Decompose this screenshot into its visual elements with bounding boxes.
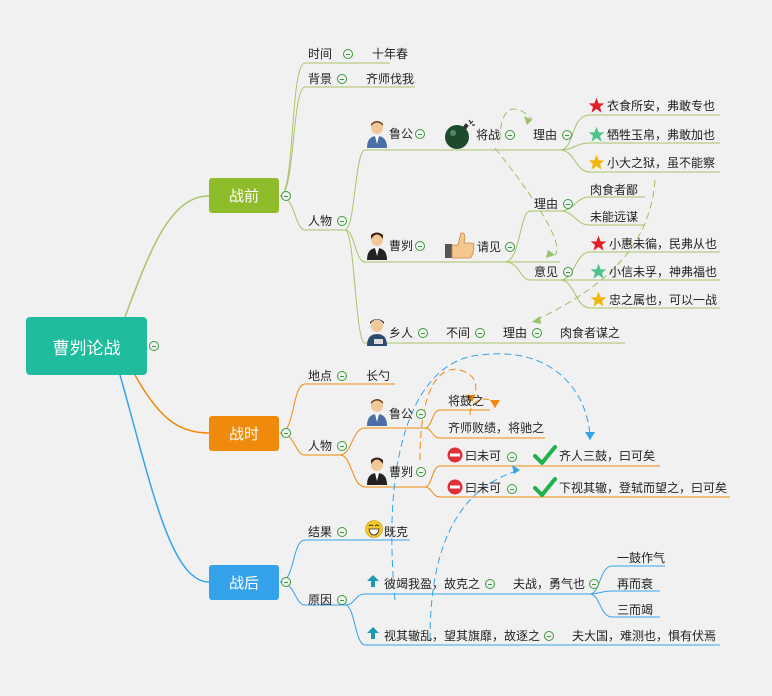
result-value[interactable]: 既克 [384,525,409,539]
result-label[interactable]: 结果 [308,525,333,539]
branch-before[interactable]: 战前 [209,178,279,213]
collapse-during-icon[interactable] [281,428,291,438]
caogui-result[interactable]: 下视其辙，登轼而望之，曰可矣 [559,481,728,495]
thumbs-up-icon [445,232,475,259]
time-value[interactable]: 十年春 [372,47,409,61]
collapse-icon[interactable] [505,242,515,252]
grinning-face-icon [365,520,383,538]
collapse-icon[interactable] [337,595,347,605]
collapse-icon[interactable] [532,328,542,338]
collapse-icon[interactable] [418,328,428,338]
yellow-star-icon [590,291,607,307]
reason-item[interactable]: 牺牲玉帛，弗敢加也 [607,128,716,142]
checkmark-icon [533,445,557,465]
reason-item[interactable]: 小大之狱，虽不能察 [607,156,716,170]
quote-item[interactable]: 再而衰 [617,577,654,591]
man-avatar-icon [367,457,387,485]
green-star-icon [588,126,605,142]
reason-label[interactable]: 理由 [534,197,559,211]
reason-item[interactable]: 未能远谋 [590,210,639,224]
collapse-before-icon[interactable] [281,191,291,201]
reason-item[interactable]: 视其辙乱，望其旗靡，故逐之 [384,629,541,643]
caogui-reply[interactable]: 曰未可 [465,449,502,463]
collapse-icon[interactable] [544,631,554,641]
place-value[interactable]: 长勺 [366,369,391,383]
collapse-icon[interactable] [337,527,347,537]
action-item[interactable]: 齐师败绩，将驰之 [448,421,545,435]
collapse-icon[interactable] [589,579,599,589]
collapse-icon[interactable] [343,49,353,59]
collapse-root-icon[interactable] [149,341,159,351]
reason-quote[interactable]: 夫大国，难测也，惧有伏焉 [572,629,717,643]
reason-quote[interactable]: 夫战，勇气也 [513,577,586,591]
collapse-icon[interactable] [415,129,425,139]
background-label[interactable]: 背景 [308,72,333,86]
man-avatar-icon [367,319,387,346]
caogui-result[interactable]: 齐人三鼓，曰可矣 [559,449,656,463]
caogui-label[interactable]: 曹刿 [389,239,414,253]
opinion-item[interactable]: 小信未孚，神弗福也 [609,265,718,279]
lugong-label[interactable]: 鲁公 [389,127,414,141]
green-star-icon [590,263,607,279]
jiangzhan-label[interactable]: 将战 [476,128,501,142]
reason-label[interactable]: 理由 [533,128,558,142]
time-label[interactable]: 时间 [308,47,333,61]
collapse-icon[interactable] [337,216,347,226]
people-label-before[interactable]: 人物 [308,214,333,228]
collapse-icon[interactable] [505,130,515,140]
xiangren-label[interactable]: 乡人 [389,326,414,340]
collapse-icon[interactable] [475,328,485,338]
yellow-star-icon [588,154,605,170]
collapse-icon[interactable] [415,241,425,251]
opinion-label[interactable]: 意见 [534,265,559,279]
branch-after[interactable]: 战后 [209,565,279,600]
opinion-item[interactable]: 忠之属也，可以一战 [609,293,718,307]
reason-item[interactable]: 彼竭我盈，故克之 [384,577,481,591]
collapse-icon[interactable] [337,371,347,381]
reason-label[interactable]: 理由 [503,326,528,340]
reason-item[interactable]: 肉食者谋之 [560,326,621,340]
background-value[interactable]: 齐师伐我 [366,72,415,86]
bomb-icon [445,119,475,149]
people-label-during[interactable]: 人物 [308,439,333,453]
red-star-icon [590,235,607,251]
collapse-icon[interactable] [416,409,426,419]
root-topic[interactable]: 曹刿论战 [26,317,147,375]
up-arrow-icon [367,627,379,639]
collapse-icon[interactable] [337,441,347,451]
reason-item[interactable]: 肉食者鄙 [590,183,639,197]
qingjian-label[interactable]: 请见 [477,240,502,254]
no-entry-icon [447,479,463,495]
collapse-icon[interactable] [337,74,347,84]
man-avatar-icon [367,232,387,260]
collapse-icon[interactable] [562,130,572,140]
reason-label-after[interactable]: 原因 [308,593,333,607]
collapse-icon[interactable] [563,199,573,209]
checkmark-icon [533,477,557,497]
lugong-label[interactable]: 鲁公 [389,407,414,421]
quote-item[interactable]: 三而竭 [617,603,654,617]
place-label[interactable]: 地点 [308,369,333,383]
collapse-icon[interactable] [563,267,573,277]
up-arrow-icon [367,575,379,587]
collapse-after-icon[interactable] [281,577,291,587]
opinion-item[interactable]: 小惠未徧，民弗从也 [609,237,718,251]
branch-during[interactable]: 战时 [209,416,279,451]
collapse-icon[interactable] [485,579,495,589]
caogui-reply[interactable]: 曰未可 [465,481,502,495]
red-star-icon [588,97,605,113]
collapse-icon[interactable] [507,484,517,494]
action-item[interactable]: 将鼓之 [448,394,485,408]
bujian-label[interactable]: 不间 [446,326,471,340]
collapse-icon[interactable] [416,467,426,477]
no-entry-icon [447,447,463,463]
man-avatar-icon [367,121,387,148]
caogui-label[interactable]: 曹刿 [389,465,414,479]
reason-item[interactable]: 衣食所安，弗敢专也 [607,99,716,113]
quote-item[interactable]: 一鼓作气 [617,551,666,565]
man-avatar-icon [367,399,387,426]
collapse-icon[interactable] [507,452,517,462]
